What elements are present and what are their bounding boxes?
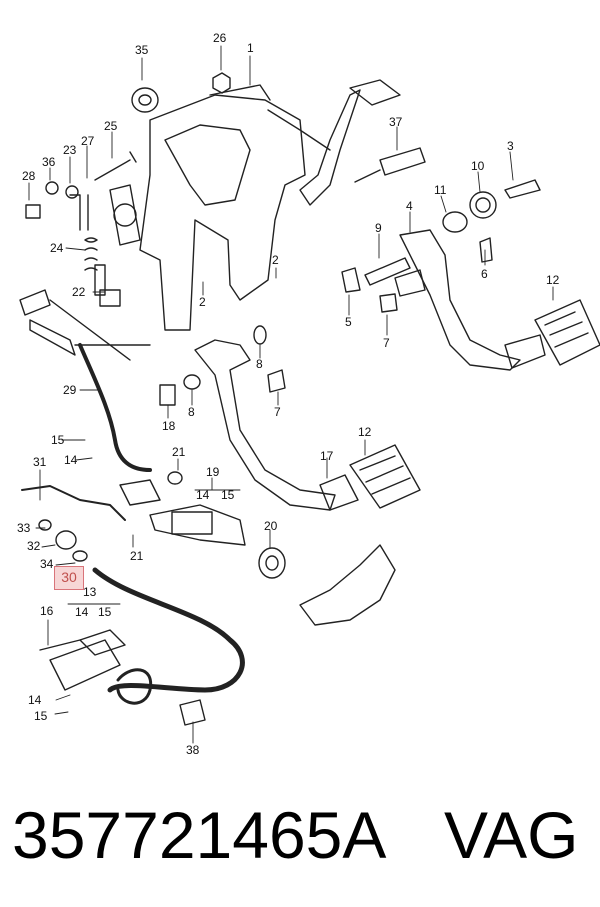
callout-30-highlighted[interactable]: 30	[54, 566, 84, 590]
callout-21-a: 21	[172, 445, 186, 459]
reservoir-hose	[78, 343, 152, 472]
callout-16: 16	[40, 604, 54, 618]
callout-6: 6	[481, 267, 488, 281]
callout-14-d: 14	[28, 693, 42, 707]
callout-7-a: 7	[383, 336, 390, 350]
callout-37: 37	[389, 115, 403, 129]
callout-35: 35	[135, 43, 149, 57]
brand-name: VAG	[444, 798, 579, 872]
exploded-parts-diagram	[19, 45, 600, 744]
lower-pedal-arm	[194, 339, 336, 511]
slave-cylinder	[49, 639, 121, 691]
callout-12-a: 12	[546, 273, 560, 287]
callout-5: 5	[345, 315, 352, 329]
callout-14-a: 14	[64, 453, 78, 467]
callout-26: 26	[213, 31, 227, 45]
callout-20: 20	[264, 519, 278, 533]
callout-1: 1	[247, 41, 254, 55]
callout-18: 18	[162, 419, 176, 433]
callout-21-b: 21	[130, 549, 144, 563]
pedal-pad-12b	[349, 444, 421, 509]
part-number: 357721465A	[12, 798, 387, 872]
callout-17: 17	[320, 449, 334, 463]
callout-14-c: 14	[75, 605, 89, 619]
callout-22: 22	[72, 285, 86, 299]
callout-4: 4	[406, 199, 413, 213]
pedal-bracket	[139, 94, 306, 331]
callout-15-a: 15	[51, 433, 65, 447]
callout-36: 36	[42, 155, 56, 169]
callout-28: 28	[22, 169, 36, 183]
callout-19: 19	[206, 465, 220, 479]
hydraulic-line	[92, 567, 245, 693]
callout-32: 32	[27, 539, 41, 553]
callout-3: 3	[507, 139, 514, 153]
callout-12-b: 12	[358, 425, 372, 439]
pedal-pad-12a	[534, 299, 600, 366]
callout-25: 25	[104, 119, 118, 133]
callout-24: 24	[50, 241, 64, 255]
callout-15-c: 15	[98, 605, 112, 619]
callout-13: 13	[83, 585, 97, 599]
upper-pedal-arm	[299, 89, 361, 206]
callout-2-b: 2	[199, 295, 206, 309]
callout-34: 34	[40, 557, 54, 571]
callout-8-b: 8	[188, 405, 195, 419]
callout-27: 27	[81, 134, 95, 148]
callout-15-d: 15	[34, 709, 48, 723]
callout-23: 23	[63, 143, 77, 157]
callout-9: 9	[375, 221, 382, 235]
callout-38: 38	[186, 743, 200, 757]
footer: 357721465A VAG	[0, 795, 600, 885]
callout-8-a: 8	[256, 357, 263, 371]
callout-14-b: 14	[196, 488, 210, 502]
upper-pedal-pad	[349, 79, 401, 106]
pedal-pad-17	[319, 474, 359, 511]
callout-11: 11	[434, 183, 447, 197]
callout-33: 33	[17, 521, 31, 535]
callout-2-a: 2	[272, 253, 279, 267]
callout-31: 31	[33, 455, 47, 469]
brake-pedal-arm	[399, 229, 521, 371]
callout-7-b: 7	[274, 405, 281, 419]
callout-15-b: 15	[221, 488, 235, 502]
callout-29: 29	[63, 383, 77, 397]
master-cylinder	[149, 504, 246, 546]
callout-10: 10	[471, 159, 485, 173]
